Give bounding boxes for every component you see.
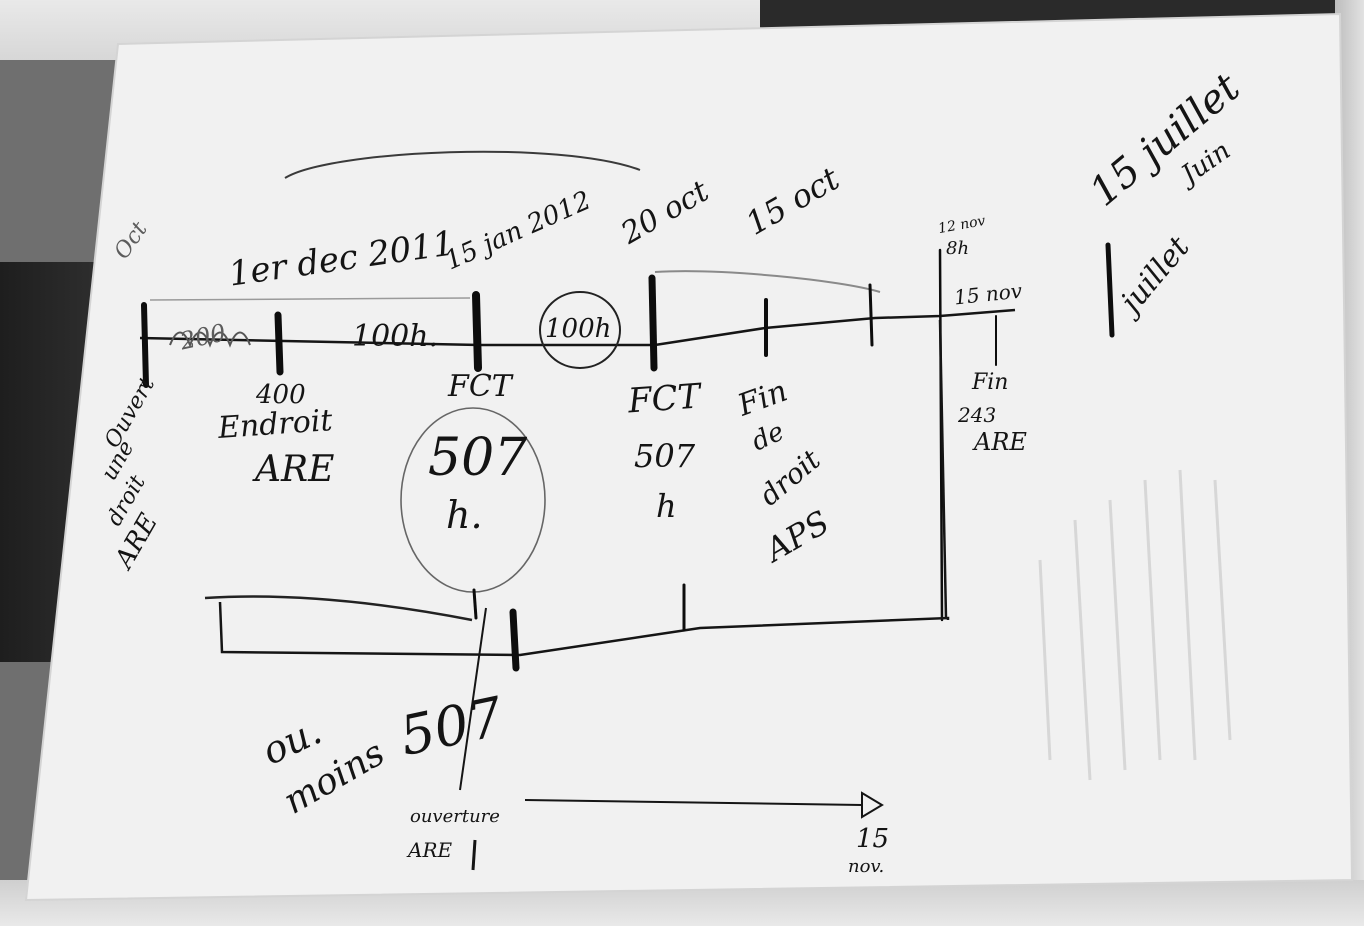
label-nov-15-top: 15 nov	[952, 278, 1024, 310]
timeline-ticks	[141, 242, 1115, 622]
top-arc	[284, 150, 641, 179]
faint-overline	[149, 297, 471, 301]
circle-100h	[539, 291, 621, 369]
label-h: h.	[446, 493, 483, 537]
label-are-1: ARE	[255, 449, 335, 490]
label-400: 400	[256, 380, 306, 410]
label-fin-right-3: ARE	[974, 428, 1027, 456]
label-bottom-nov: nov.	[848, 856, 885, 877]
label-fct-1: FCT	[448, 369, 512, 404]
scribble	[169, 331, 251, 348]
bleed-through-text	[1038, 469, 1232, 781]
label-bottom-15: 15	[856, 824, 890, 854]
label-ouverture: ouverture	[410, 806, 500, 827]
are-tick	[471, 839, 477, 871]
label-fin-right-2: 243	[958, 403, 997, 427]
label-segment-2: 100h.	[352, 319, 439, 354]
label-fct-2: FCT	[626, 376, 702, 422]
label-endroit: Endroit	[216, 403, 334, 446]
lower-curve	[204, 595, 473, 622]
faint-arc	[654, 270, 881, 293]
lower-ticks	[472, 583, 686, 672]
label-fin-right-1: Fin	[972, 370, 1009, 395]
diagonal-stroke	[459, 607, 487, 791]
label-507-big: 507	[428, 428, 528, 488]
label-circle-100h: 100h	[545, 314, 612, 344]
right-connector	[938, 319, 948, 619]
label-8h: 8h	[946, 238, 970, 259]
arrow-shaft	[524, 799, 863, 806]
label-h2: h	[656, 487, 677, 525]
label-bottom-are: ARE	[408, 838, 453, 862]
label-507-2: 507	[634, 437, 696, 475]
arrow-head	[861, 791, 884, 819]
lower-line	[218, 601, 950, 657]
paper-outline	[24, 12, 1354, 902]
